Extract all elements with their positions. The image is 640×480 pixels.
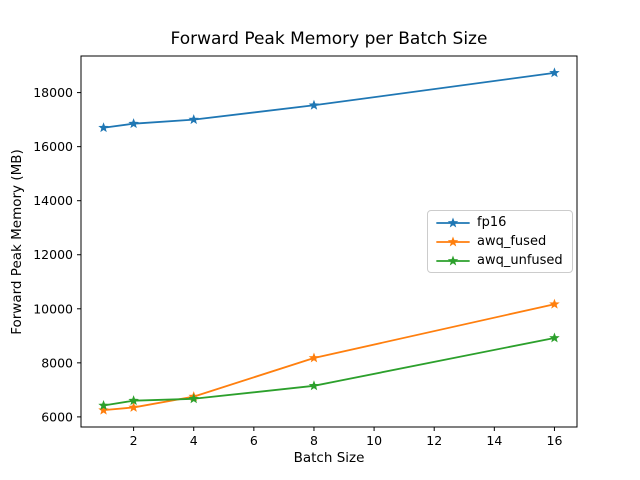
legend-label: awq_fused (477, 234, 547, 249)
legend: fp16 awq_fused awq_unfused (427, 210, 573, 273)
legend-label: awq_unfused (477, 253, 563, 268)
y-axis-label: Forward Peak Memory (MB) (9, 149, 25, 335)
legend-label: fp16 (477, 215, 507, 230)
svg-text:14: 14 (486, 433, 502, 448)
legend-key-line-star-icon (436, 217, 470, 227)
svg-text:16000: 16000 (33, 139, 73, 154)
svg-text:6: 6 (250, 433, 258, 448)
chart-title: Forward Peak Memory per Batch Size (170, 29, 488, 49)
svg-text:10: 10 (366, 433, 382, 448)
svg-text:8: 8 (310, 433, 318, 448)
x-axis-label: Batch Size (293, 450, 365, 466)
legend-item-fp16: fp16 (436, 213, 563, 232)
svg-text:14000: 14000 (33, 193, 73, 208)
svg-text:10000: 10000 (33, 301, 73, 316)
svg-text:12: 12 (426, 433, 442, 448)
svg-text:16: 16 (547, 433, 563, 448)
svg-text:18000: 18000 (33, 85, 73, 100)
svg-text:2: 2 (130, 433, 138, 448)
svg-text:12000: 12000 (33, 247, 73, 262)
svg-text:4: 4 (190, 433, 198, 448)
legend-key-line-star-icon (436, 255, 470, 265)
svg-text:6000: 6000 (41, 409, 73, 424)
svg-text:8000: 8000 (41, 355, 73, 370)
legend-item-awq-unfused: awq_unfused (436, 251, 563, 270)
legend-key-line-star-icon (436, 236, 470, 246)
legend-item-awq-fused: awq_fused (436, 232, 563, 251)
